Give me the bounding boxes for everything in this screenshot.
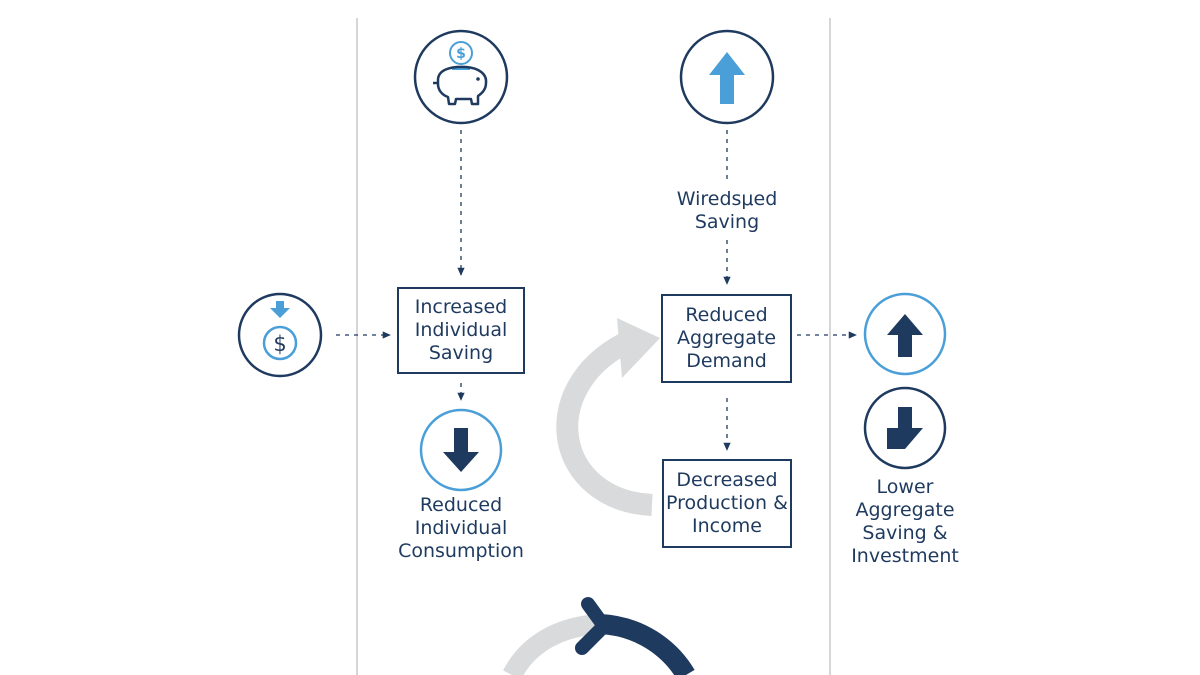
- circular-arrow-icon: [503, 597, 695, 675]
- piggy-bank-dollar-icon: $: [413, 29, 509, 125]
- svg-text:$: $: [456, 46, 466, 62]
- arrow-up-icon: [679, 29, 775, 125]
- dollar-coin-down-icon: $: [237, 292, 323, 378]
- increased-individual-saving-box: Increased Individual Saving: [397, 287, 525, 374]
- svg-text:$: $: [273, 332, 286, 356]
- wiredsmed-saving-label: Wiredsμed Saving: [676, 188, 778, 233]
- reduced-individual-consumption-label: Reduced Individual Consumption: [398, 494, 524, 562]
- arrow-up-icon: [863, 292, 947, 376]
- feedback-loop-arrow-icon: [556, 318, 660, 516]
- decreased-production-income-box: Decreased Production & Income: [662, 459, 792, 548]
- reduced-aggregate-demand-box: Reduced Aggregate Demand: [661, 294, 792, 383]
- lower-aggregate-saving-investment-label: Lower Aggregate Saving & Investment: [851, 476, 959, 567]
- arrow-down-icon: [863, 386, 947, 470]
- arrow-down-icon: [419, 408, 503, 492]
